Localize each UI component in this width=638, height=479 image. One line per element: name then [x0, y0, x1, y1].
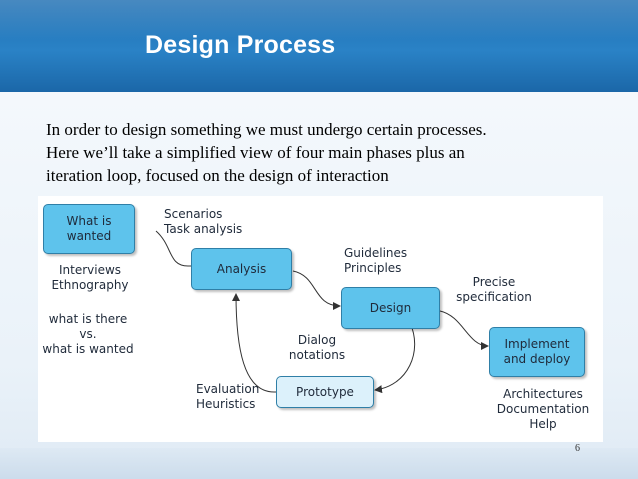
label-line: Scenarios: [164, 207, 223, 221]
label-line: Principles: [344, 261, 402, 275]
label-line: Architectures: [503, 387, 583, 401]
label-interviews: Interviews Ethnography: [48, 263, 132, 293]
label-line: specification: [456, 290, 532, 304]
label-line: Task analysis: [164, 222, 243, 236]
box-prototype: Prototype: [276, 376, 374, 408]
label-line: Evaluation: [196, 382, 260, 396]
label-line: what is wanted: [42, 342, 134, 356]
label-line: notations: [288, 348, 346, 362]
box-implement-line: and deploy: [503, 352, 571, 366]
arrow-design-to-implement: [439, 310, 489, 350]
label-line: Help: [529, 417, 557, 431]
label-evaluation: Evaluation Heuristics: [196, 382, 259, 412]
label-architectures: Architectures Documentation Help: [488, 387, 598, 432]
arrow-wanted-to-analysis: [155, 230, 210, 270]
diagram-arrows: [155, 230, 489, 394]
intro-line: iteration loop, focused on the design of…: [46, 166, 389, 185]
intro-line: Here we’ll take a simplified view of fou…: [46, 143, 465, 162]
intro-text: In order to design something we must und…: [46, 118, 626, 187]
box-implement: Implement and deploy: [489, 327, 585, 377]
label-dialog: Dialog notations: [280, 333, 354, 363]
label-what-is-there: what is there vs. what is wanted: [40, 312, 136, 357]
design-process-diagram: What is wanted Analysis Design Implement…: [38, 196, 603, 442]
label-line: Documentation: [496, 402, 590, 416]
box-implement-line: Implement: [504, 337, 570, 351]
label-line: vs.: [79, 327, 97, 341]
box-what-is-wanted-line: wanted: [66, 229, 112, 243]
arrow-prototype-to-analysis: [232, 293, 277, 393]
label-line: Dialog: [297, 333, 337, 347]
label-line: Ethnography: [51, 278, 129, 292]
label-scenarios: Scenarios Task analysis: [164, 207, 242, 237]
footer-wave: [0, 448, 638, 479]
label-line: Guidelines: [344, 246, 408, 260]
label-precise: Precise specification: [450, 275, 538, 305]
header-gloss: [0, 0, 638, 40]
box-what-is-wanted-line: What is: [66, 214, 112, 228]
box-design: Design: [341, 287, 440, 329]
arrow-analysis-to-design: [292, 270, 341, 310]
box-analysis: Analysis: [191, 248, 292, 290]
slide-header: Design Process: [0, 0, 638, 92]
page-number: 6: [575, 443, 580, 454]
label-line: Precise: [472, 275, 516, 289]
arrow-design-to-prototype: [374, 322, 416, 394]
label-line: what is there: [48, 312, 128, 326]
label-line: Heuristics: [196, 397, 256, 411]
label-guidelines: Guidelines Principles: [344, 246, 407, 276]
box-what-is-wanted: What is wanted: [43, 204, 135, 254]
slide-title: Design Process: [145, 31, 336, 59]
label-line: Interviews: [58, 263, 122, 277]
intro-line: In order to design something we must und…: [46, 120, 487, 139]
